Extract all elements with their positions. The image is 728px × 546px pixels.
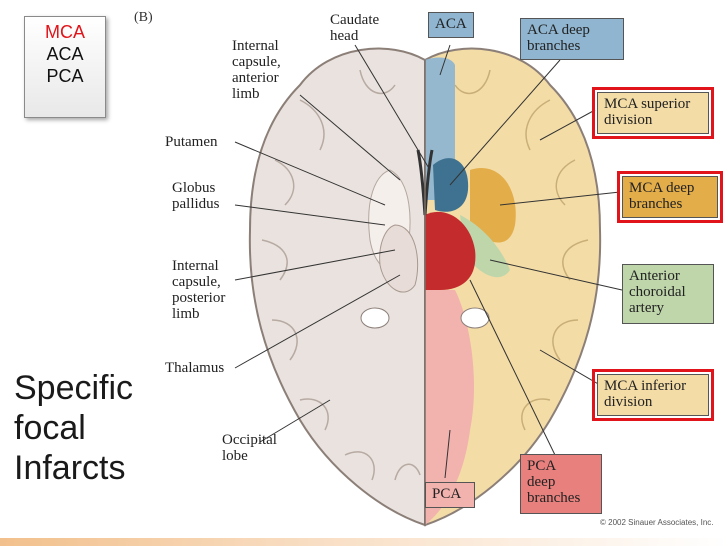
mca-inferior-highlight (592, 369, 714, 421)
mca-deep-highlight (617, 171, 723, 223)
mca-superior-highlight (592, 87, 714, 139)
thalamus-label: Thalamus (165, 360, 225, 376)
pca-territory (425, 290, 475, 525)
globus-pallidus-label: Globus pallidus (172, 180, 220, 212)
footer-bar (0, 538, 728, 546)
mca-inferior-box: MCA inferior division (597, 374, 709, 416)
menu-item-mca[interactable]: MCA (45, 22, 85, 42)
pca-deep-territory (425, 211, 476, 290)
pca-deep-box: PCA deep branches (520, 454, 602, 514)
occipital-lobe-label: Occipital lobe (222, 432, 277, 464)
mca-deep-territory (470, 168, 516, 243)
anterior-choroidal-box: Anterior choroidal artery (622, 264, 714, 324)
artery-menu: MCA ACA PCA (24, 16, 106, 118)
posterior-horn-left (360, 307, 390, 329)
mca-superior-box: MCA superior division (597, 92, 709, 134)
putamen-label: Putamen (165, 134, 218, 150)
aca-deep-box: ACA deep branches (520, 18, 624, 60)
aca-box: ACA (428, 12, 474, 38)
left-hemisphere (248, 47, 426, 527)
internal-capsule-anterior-label: Internal capsule, anterior limb (232, 38, 281, 102)
panel-letter: (B) (134, 10, 153, 25)
pca-box: PCA (425, 482, 475, 508)
copyright-note: © 2002 Sinauer Associates, Inc. (600, 518, 714, 527)
left-thalamus (379, 224, 419, 293)
slide-title: Specific focal Infarcts (14, 369, 134, 487)
caudate-head-label: Caudate head (330, 12, 380, 44)
mca-deep-box: MCA deep branches (622, 176, 718, 218)
menu-item-aca[interactable]: ACA (46, 44, 84, 64)
internal-capsule-posterior-label: Internal capsule, posterior limb (172, 258, 226, 322)
menu-item-pca[interactable]: PCA (46, 66, 84, 86)
